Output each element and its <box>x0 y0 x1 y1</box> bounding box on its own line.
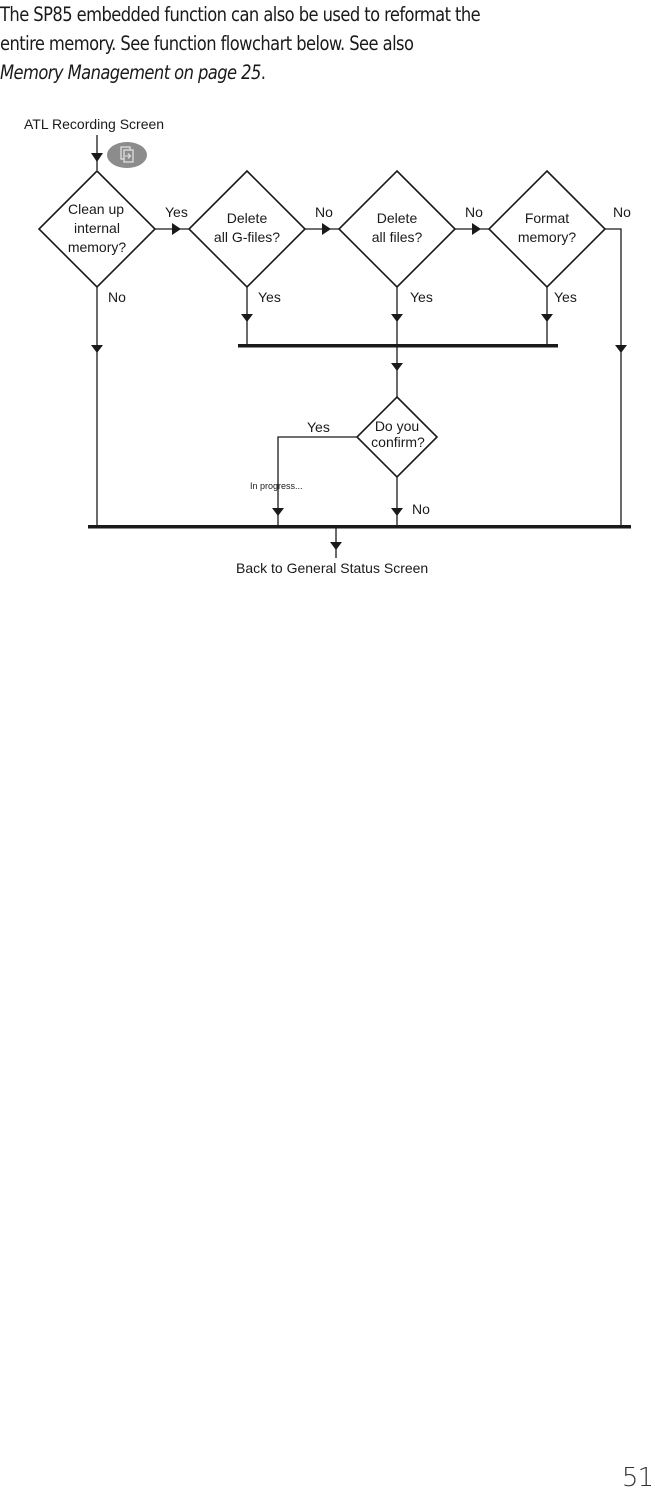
intro-line-3: Memory Management on page 25. <box>0 61 266 84</box>
clean-yes-label: Yes <box>165 204 188 220</box>
start-label: ATL Recording Screen <box>24 116 164 132</box>
decision-delete-g-text-1: Delete <box>227 210 268 226</box>
page-number: 51 <box>621 1463 654 1493</box>
decision-delete-g-text-2: all G-files? <box>214 229 280 245</box>
decision-confirm-text-1: Do you <box>375 418 419 434</box>
decision-delete-all-text-1: Delete <box>377 210 418 226</box>
format-no-label: No <box>613 204 631 220</box>
clean-no-label: No <box>108 289 126 305</box>
memory-management-link[interactable]: Memory Management on page 25 <box>0 61 261 84</box>
menu-enter-icon <box>107 142 147 168</box>
decision-clean-text-3: memory? <box>68 239 127 255</box>
delete-g-no-label: No <box>315 204 333 220</box>
end-label: Back to General Status Screen <box>236 560 428 576</box>
decision-format-text-1: Format <box>525 210 569 226</box>
decision-delete-all-text-2: all files? <box>372 229 423 245</box>
confirm-no-label: No <box>412 501 430 517</box>
delete-all-yes-label: Yes <box>410 289 433 305</box>
decision-format-text-2: memory? <box>518 229 577 245</box>
decision-clean-text-1: Clean up <box>68 201 124 217</box>
format-yes-label: Yes <box>554 289 577 305</box>
decision-confirm-text-2: confirm? <box>371 434 425 450</box>
intro-line-1: The SP85 embedded function can also be u… <box>0 3 481 26</box>
in-progress-label: In progress... <box>250 481 303 491</box>
delete-all-no-label: No <box>465 204 483 220</box>
delete-g-yes-label: Yes <box>258 289 281 305</box>
decision-clean-text-2: internal <box>74 220 120 236</box>
confirm-yes-label: Yes <box>307 419 330 435</box>
memory-cleanup-flowchart: ATL Recording Screen Clean up internal m… <box>24 116 631 576</box>
intro-paragraph: The SP85 embedded function can also be u… <box>0 0 655 87</box>
intro-line-2: entire memory. See function flowchart be… <box>0 32 414 55</box>
